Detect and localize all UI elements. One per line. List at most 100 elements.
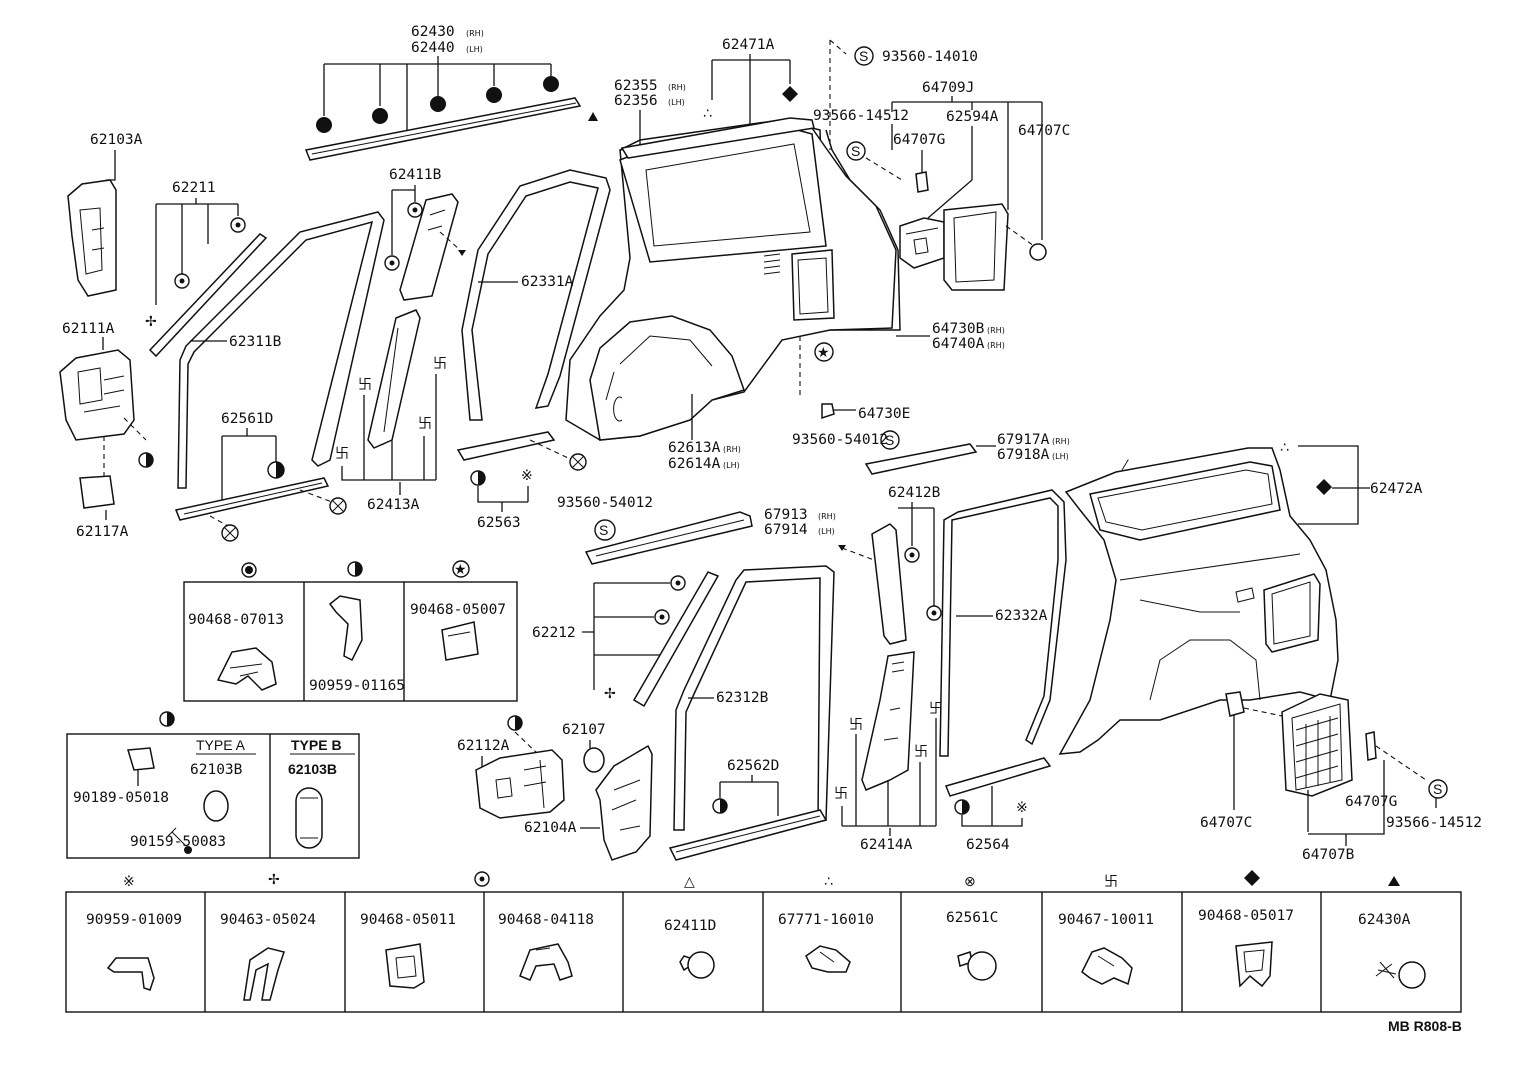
legend-part-8: 90468-05017 <box>1198 908 1294 924</box>
label-67917A: 67917A <box>997 432 1050 448</box>
label-62212: 62212 <box>532 625 576 641</box>
clip-symbol-icon: 卐 <box>834 786 848 802</box>
label-62594A: 62594A <box>946 109 999 125</box>
legend-symbol-6: ⊗ <box>964 874 976 890</box>
legend-part-90468-07013: 90468-07013 <box>188 612 284 628</box>
label-62112A: 62112A <box>457 738 510 754</box>
clip-symbol-icon: 卐 <box>358 377 372 393</box>
label-93560-54012-b: 93560-54012 <box>557 495 653 511</box>
label-67914: 67914 <box>764 522 808 538</box>
legend-part-90959-01165: 90959-01165 <box>309 678 405 694</box>
triangle-filled-icon <box>1388 876 1400 886</box>
label-rh: (RH) <box>1052 437 1070 446</box>
label-rh: (RH) <box>668 83 686 92</box>
fastener-symbol-icon: ✢ <box>604 686 616 702</box>
label-62614A: 62614A <box>668 456 721 472</box>
cap-62117A <box>79 475 115 509</box>
label-64709J: 64709J <box>922 80 974 96</box>
legend-symbol-0: ※ <box>123 874 135 890</box>
weatherstrip-62211-group: 62211 ✢ <box>145 180 268 358</box>
label-62107: 62107 <box>562 722 606 738</box>
upper-garnish <box>148 233 268 358</box>
b-pillar-upper <box>399 193 459 301</box>
label-62412B: 62412B <box>888 485 941 501</box>
legend-symbol-4: △ <box>684 874 695 890</box>
clip-dots-icon: ∴ <box>1280 440 1289 456</box>
clip-cross-icon: ※ <box>521 468 533 484</box>
legend-part-6: 62561C <box>946 910 998 926</box>
fuel-lid-group: S 93560-14010 64709J 93566-14512 62594A … <box>813 39 1070 291</box>
pillar-trim-62103A: 62103A <box>67 132 143 297</box>
quarter-panel-lower: ⁄ <box>1058 447 1339 755</box>
label-62414A: 62414A <box>860 837 913 853</box>
legend-part-1: 90463-05024 <box>220 912 316 928</box>
label-62111A: 62111A <box>62 321 115 337</box>
label-rh: (RH) <box>723 445 741 454</box>
label-62471A: 62471A <box>722 37 775 53</box>
legend-top: ★ 90468-07013 90959-01165 90468-05007 <box>183 560 518 702</box>
label-64740A: 64740A <box>932 336 985 352</box>
small-mark-icon: ⁄ <box>1121 458 1129 474</box>
clip-symbol-icon: 卐 <box>433 356 447 372</box>
svg-text:S: S <box>859 48 868 64</box>
legend-part-4: 62411D <box>664 918 716 934</box>
label-62311B: 62311B <box>229 334 282 350</box>
legend-part-3: 90468-04118 <box>498 912 594 928</box>
trim-64730B-group: 64730B (RH) 64740A (RH) ★ 64730E <box>799 321 1005 422</box>
legend-symbol-5: ∴ <box>824 874 833 890</box>
label-64707B: 64707B <box>1302 847 1355 863</box>
label-62472A: 62472A <box>1370 481 1423 497</box>
clip-symbol-icon: 卐 <box>418 416 432 432</box>
clip-dots-icon: ∴ <box>703 106 712 122</box>
label-64707G-b: 64707G <box>1345 794 1397 810</box>
label-62103A: 62103A <box>90 132 143 148</box>
door-weatherstrip-62311B: 62311B <box>177 211 385 489</box>
legend-mid: TYPE A TYPE B 62103B 62103B 90189-05018 … <box>66 711 360 859</box>
legend-part-2: 90468-05011 <box>360 912 456 928</box>
svg-text:S: S <box>1433 781 1442 797</box>
pillar-62414A <box>861 651 915 791</box>
label-62563: 62563 <box>477 515 521 531</box>
label-62356: 62356 <box>614 93 658 109</box>
label-lh: (LH) <box>818 527 835 536</box>
clip-symbol-icon: 卐 <box>849 717 863 733</box>
label-rh: (RH) <box>818 512 836 521</box>
label-67913: 67913 <box>764 507 808 523</box>
weatherstrip-62332A: 62332A <box>939 489 1067 757</box>
diagram-code: MB R808-B <box>1388 1018 1462 1034</box>
type-a-title: TYPE A <box>196 737 246 753</box>
diamond-clip-icon <box>1316 479 1332 495</box>
legend-part-90468-05007: 90468-05007 <box>410 602 506 618</box>
label-93560-14010: 93560-14010 <box>882 49 978 65</box>
clip-symbol-icon: 卐 <box>929 701 943 717</box>
clip-symbol-icon: 卐 <box>914 744 928 760</box>
type-a-part: 62103B <box>190 762 243 778</box>
hinge-62594A <box>899 217 945 269</box>
clip-symbol-icon: 卐 <box>335 446 349 462</box>
label-62331A: 62331A <box>521 274 574 290</box>
triangle-filled-icon <box>588 112 598 121</box>
clip-icon <box>486 87 502 103</box>
legend-symbol-1: ✢ <box>268 872 280 888</box>
star-clip-icon: ★ <box>817 345 830 361</box>
pillar-62413A: 卐 卐 卐 卐 62413A <box>335 309 447 513</box>
back-glass-frame <box>1089 461 1281 541</box>
diamond-clip-icon <box>782 86 798 102</box>
molding-62430-group: 62430 (RH) 62440 (LH) <box>304 24 598 161</box>
label-62561D: 62561D <box>221 411 273 427</box>
bracket-62112A-group: 62112A 62107 62104A <box>457 715 653 861</box>
legend-part-0: 90959-01009 <box>86 912 182 928</box>
pillar-62104A <box>595 744 653 861</box>
label-rh: (RH) <box>987 341 1005 350</box>
clip-icon <box>316 117 332 133</box>
label-62104A: 62104A <box>524 820 577 836</box>
clip-cross-icon: ※ <box>1016 800 1028 816</box>
label-93566-14512-a: 93566-14512 <box>813 108 909 124</box>
scuff-62563-group: ※ 62563 <box>456 431 587 531</box>
label-62430: 62430 <box>411 24 455 40</box>
label-62440: 62440 <box>411 40 455 56</box>
label-64707C-a: 64707C <box>1018 123 1070 139</box>
svg-text:★: ★ <box>454 562 467 578</box>
svg-text:S: S <box>851 143 860 159</box>
